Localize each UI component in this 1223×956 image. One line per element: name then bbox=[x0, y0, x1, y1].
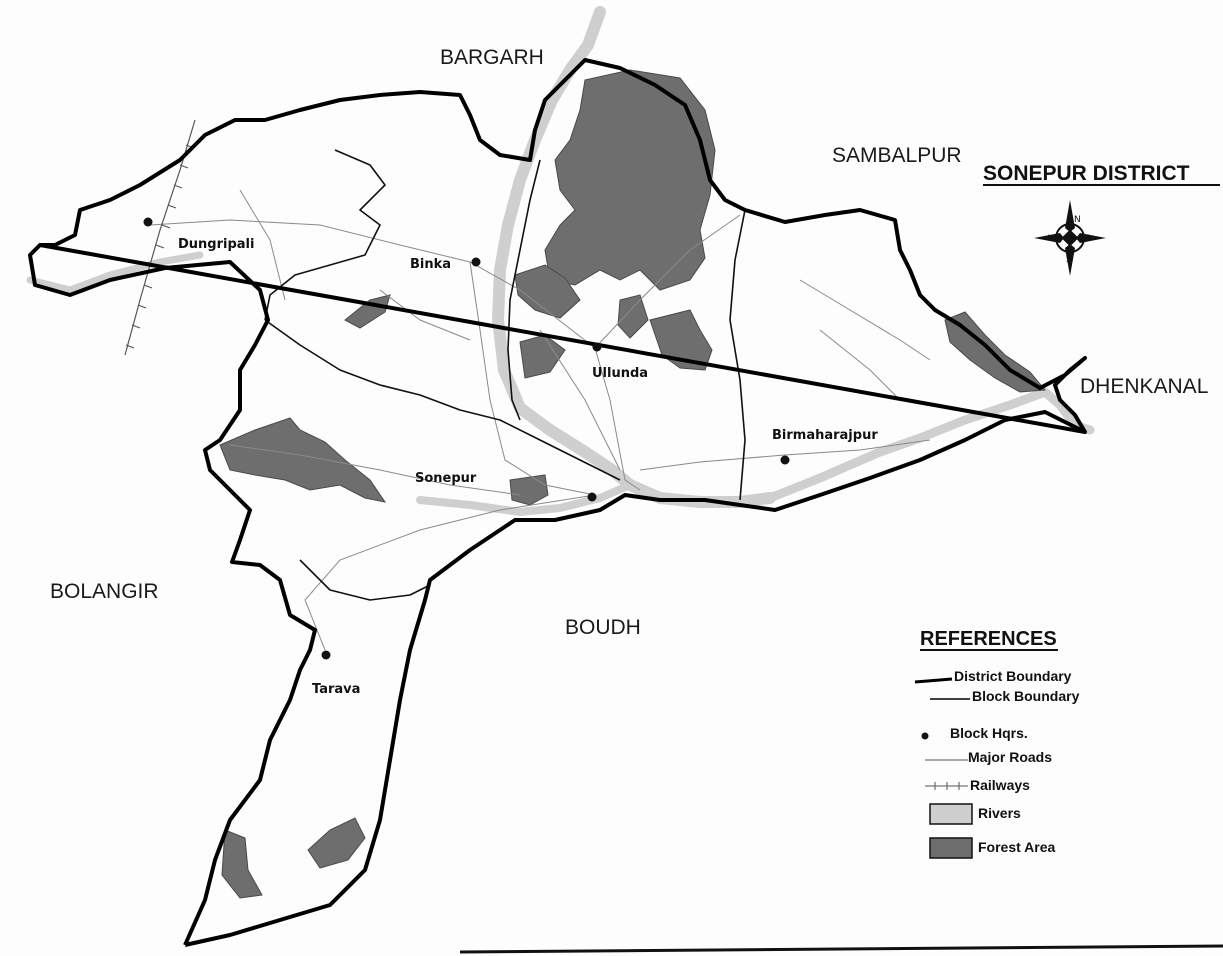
label-tarava: Tarava bbox=[312, 682, 360, 697]
neighbor-labels: BARGARH SAMBALPUR DHENKANAL BOLANGIR BOU… bbox=[50, 46, 1208, 639]
label-bolangir: BOLANGIR bbox=[50, 580, 159, 603]
legend-label-rivers: Rivers bbox=[978, 805, 1021, 821]
forest-ullunda-north bbox=[544, 69, 716, 291]
label-binka: Binka bbox=[410, 257, 451, 272]
block-hq-dots bbox=[143, 217, 790, 660]
compass-e: E bbox=[1084, 234, 1090, 244]
legend-symbol-block-hq bbox=[921, 732, 929, 740]
forest-ullunda-patch-4 bbox=[617, 294, 649, 339]
forest-ullunda-patch-1 bbox=[514, 264, 581, 319]
road-6 bbox=[229, 444, 521, 496]
legend-label-forest-area: Forest Area bbox=[978, 839, 1056, 855]
forest-tarava-1 bbox=[221, 829, 263, 899]
block-hq-dot-birmaharajpur bbox=[780, 455, 790, 465]
river-tel bbox=[416, 481, 634, 516]
road-5 bbox=[304, 494, 596, 651]
compass-w: W bbox=[1048, 234, 1057, 244]
block-boundary-binka-sonepur bbox=[264, 319, 621, 481]
district-boundary bbox=[28, 58, 1087, 947]
map-title: SONEPUR DISTRICT bbox=[983, 162, 1190, 185]
forest-tarava-2 bbox=[307, 817, 366, 869]
legend-label-railways: Railways bbox=[970, 777, 1030, 793]
block-hq-labels: Dungripali Binka Ullunda Birmaharajpur S… bbox=[178, 237, 878, 697]
block-hq-dot-binka bbox=[471, 257, 481, 267]
block-hq-dot-sonepur bbox=[587, 492, 597, 502]
block-boundary-sonepur-tarava bbox=[299, 559, 431, 601]
road-8 bbox=[379, 289, 471, 341]
block-hq-dot-ullunda bbox=[592, 342, 602, 352]
label-sambalpur: SAMBALPUR bbox=[832, 144, 962, 167]
road-2 bbox=[594, 347, 641, 491]
compass-n: N bbox=[1074, 215, 1081, 225]
legend-label-district-boundary: District Boundary bbox=[954, 668, 1072, 684]
forest-areas bbox=[219, 69, 1047, 899]
river-mahanadi-east bbox=[765, 387, 1095, 503]
road-3 bbox=[469, 261, 596, 496]
legend-symbol-forest-area bbox=[929, 837, 973, 859]
forest-sonepur-west bbox=[219, 417, 387, 503]
road-11 bbox=[239, 189, 286, 301]
references-heading: REFERENCES bbox=[920, 628, 1057, 650]
block-hq-dot-tarava bbox=[321, 650, 331, 660]
legend-label-block-boundary: Block Boundary bbox=[972, 688, 1080, 704]
legend-label-major-roads: Major Roads bbox=[968, 749, 1052, 765]
road-9 bbox=[799, 279, 931, 361]
legend-symbol-district-boundary bbox=[914, 677, 953, 684]
block-boundary-ullunda-west bbox=[507, 159, 541, 421]
legend-symbol-railways-ties bbox=[934, 782, 960, 790]
label-sonepur: Sonepur bbox=[415, 471, 477, 486]
legend-symbol-rivers bbox=[929, 803, 973, 825]
block-boundary-dungripali-binka bbox=[264, 149, 386, 321]
label-boudh: BOUDH bbox=[565, 616, 641, 639]
block-hq-dot-dungripali bbox=[143, 217, 153, 227]
major-roads bbox=[149, 189, 931, 651]
river-west bbox=[26, 251, 204, 294]
road-12 bbox=[539, 329, 621, 471]
road-1 bbox=[149, 219, 596, 349]
label-ullunda: Ullunda bbox=[592, 366, 648, 381]
road-4 bbox=[639, 439, 931, 471]
map-bottom-frame bbox=[459, 944, 1223, 954]
block-boundary-ullunda-birmaharajpur bbox=[729, 209, 746, 501]
block-boundaries bbox=[264, 149, 746, 601]
references-legend: REFERENCES District Boundary Block Bound… bbox=[914, 628, 1080, 859]
road-10 bbox=[819, 329, 901, 401]
label-birmaharajpur: Birmaharajpur bbox=[772, 428, 878, 443]
label-bargarh: BARGARH bbox=[440, 46, 544, 69]
label-dungripali: Dungripali bbox=[178, 237, 254, 252]
legend-label-block-hq: Block Hqrs. bbox=[950, 725, 1028, 741]
forest-ullunda-patch-2 bbox=[519, 334, 566, 379]
label-dhenkanal: DHENKANAL bbox=[1080, 375, 1208, 398]
compass-rose-icon: N E S W bbox=[1034, 200, 1106, 276]
compass-s: S bbox=[1066, 255, 1072, 265]
road-7 bbox=[594, 214, 741, 349]
forest-sonepur-small bbox=[509, 474, 549, 506]
